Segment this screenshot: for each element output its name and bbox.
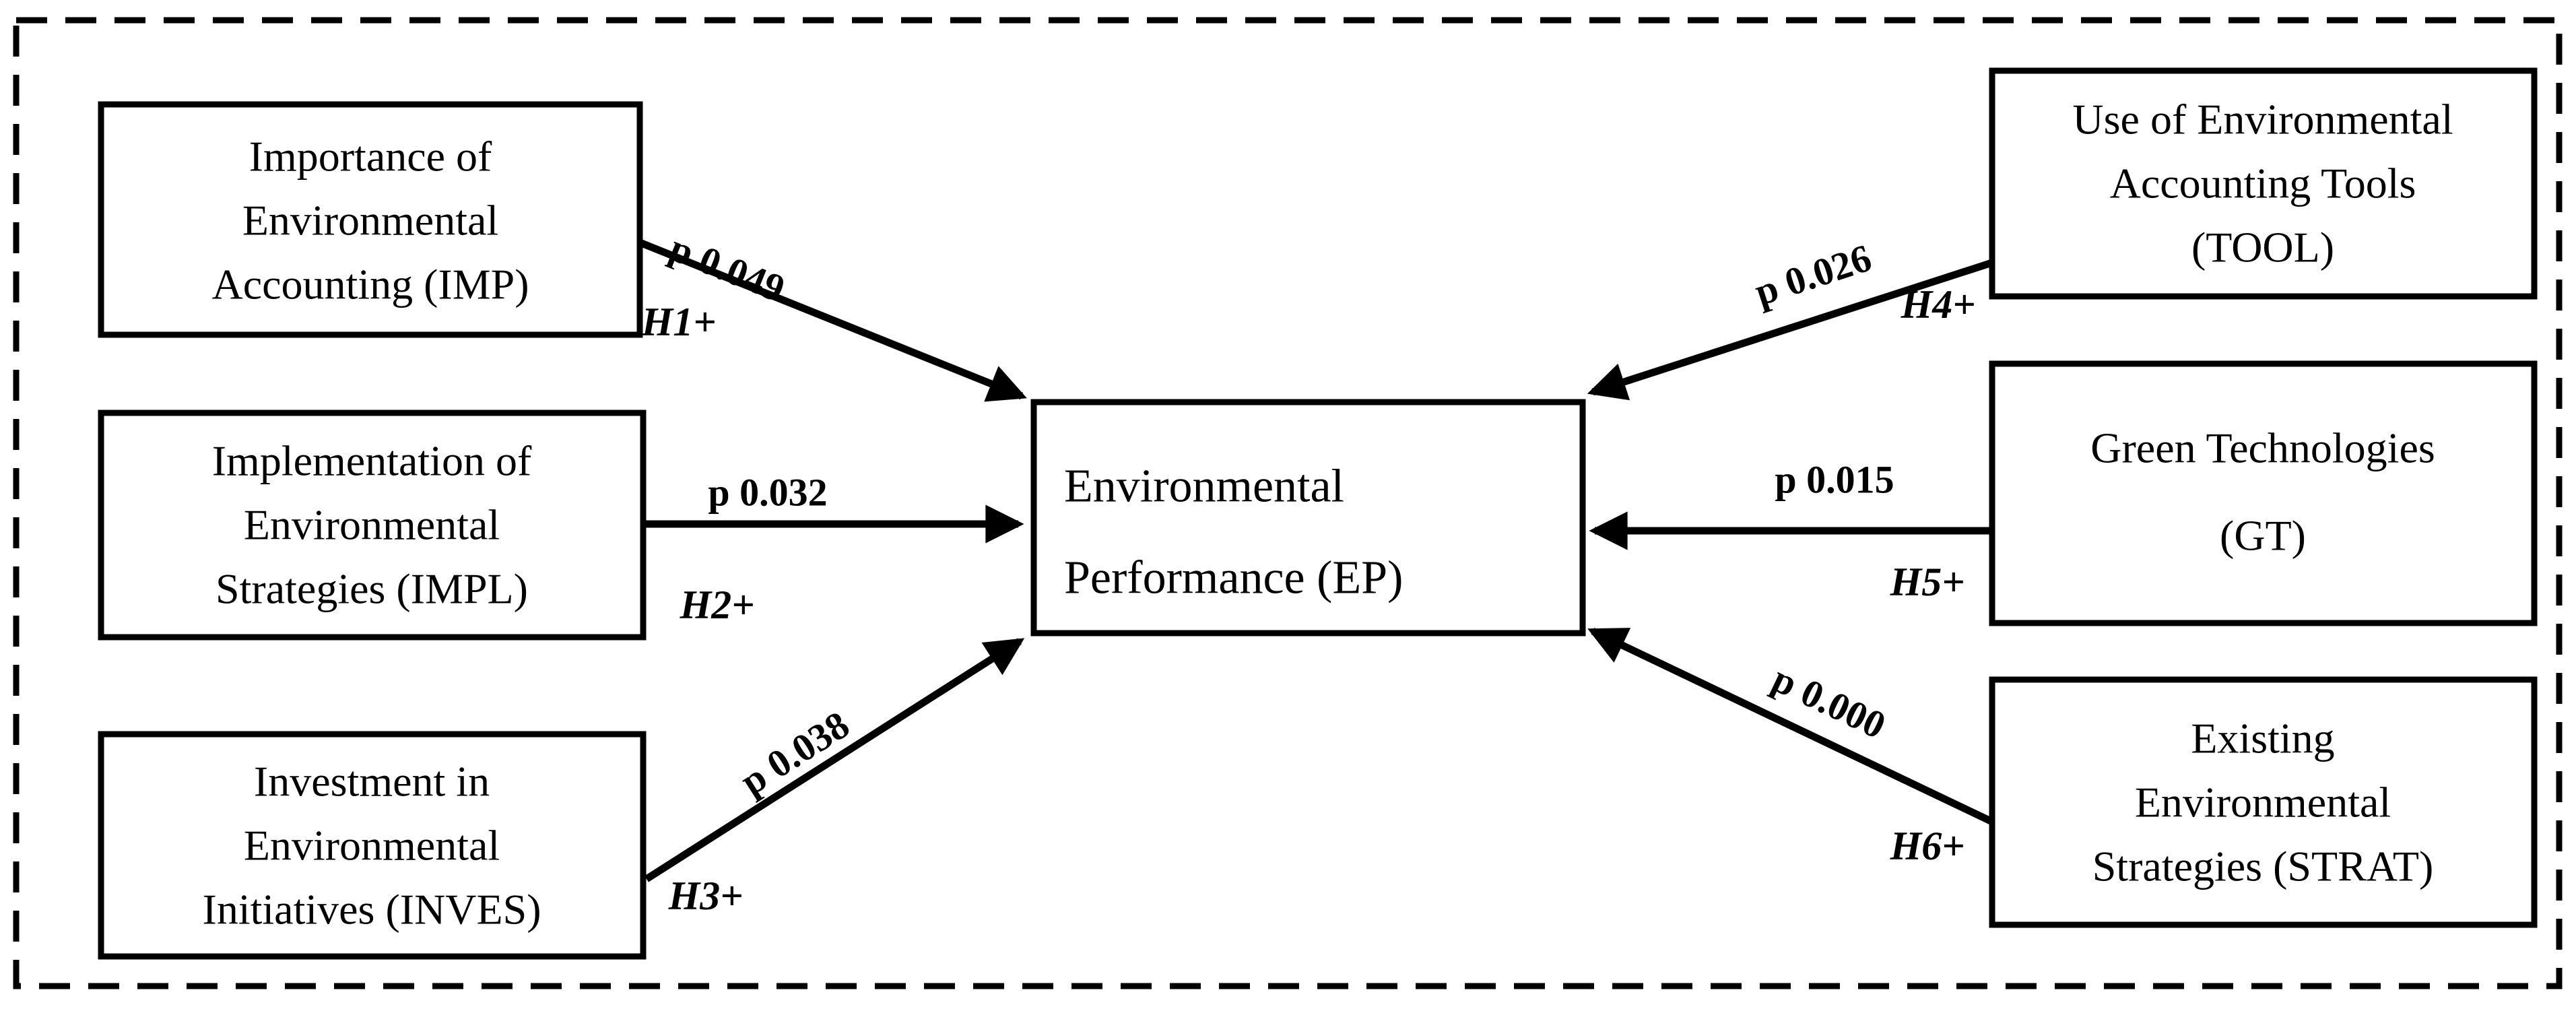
dashed-border [13, 17, 2563, 989]
h2-p-value: p 0.032 [708, 471, 827, 515]
path-h2: p 0.032 H2+ [643, 471, 1024, 627]
node-ep: Environmental Performance (EP) [1030, 399, 1586, 637]
tool-box [1989, 67, 2538, 300]
h2-hypothesis: H2+ [680, 583, 755, 627]
path-h4: p 0.026 H4+ [1587, 236, 1993, 401]
path-h6: p 0.000 H6+ [1587, 628, 1994, 868]
tool-label-line1: Use of Environmental [2072, 96, 2453, 143]
gt-box [1989, 360, 2538, 626]
inves-label-line3: Initiatives (INVES) [203, 886, 541, 934]
h6-arrow [1587, 628, 1994, 825]
path-h3: p 0.038 H3+ [645, 638, 1025, 918]
path-h1: p 0.049 H1+ [638, 226, 1027, 402]
gt-label-line1: Green Technologies [2090, 424, 2435, 472]
h6-p-value: p 0.000 [1766, 657, 1892, 748]
impl-label-line2: Environmental [244, 501, 500, 549]
imp-box [98, 101, 643, 338]
gt-label-line2: (GT) [2220, 512, 2306, 560]
node-imp: Importance of Environmental Accounting (… [98, 101, 643, 338]
node-tool: Use of Environmental Accounting Tools (T… [1989, 67, 2538, 300]
inves-label-line2: Environmental [244, 822, 500, 870]
path-h5: p 0.015 H5+ [1589, 458, 1992, 604]
h3-hypothesis: H3+ [668, 874, 744, 918]
imp-label-line3: Accounting (IMP) [211, 261, 529, 308]
h1-hypothesis: H1+ [641, 300, 717, 344]
h1-arrow [638, 238, 1027, 402]
tool-label-line3: (TOOL) [2191, 224, 2334, 271]
strat-label-line2: Environmental [2135, 779, 2391, 826]
ep-box [1030, 399, 1586, 637]
ep-label-line2: Performance (EP) [1064, 552, 1403, 604]
node-impl: Implementation of Environmental Strategi… [98, 410, 647, 641]
h5-p-value: p 0.015 [1775, 458, 1894, 502]
h4-p-value: p 0.026 [1750, 236, 1877, 315]
h5-hypothesis: H5+ [1890, 560, 1965, 604]
strat-box [1989, 676, 2538, 928]
h4-hypothesis: H4+ [1901, 282, 1976, 327]
imp-label-line2: Environmental [242, 197, 498, 244]
inves-label-line1: Investment in [254, 758, 490, 806]
impl-label-line1: Implementation of [212, 437, 532, 485]
strat-label-line1: Existing [2191, 715, 2334, 762]
impl-box [98, 410, 647, 641]
h6-hypothesis: H6+ [1890, 824, 1965, 868]
inves-box [98, 731, 647, 960]
ep-label-line1: Environmental [1064, 461, 1344, 513]
node-inves: Investment in Environmental Initiatives … [98, 731, 647, 960]
h1-p-value: p 0.049 [664, 226, 791, 311]
node-gt: Green Technologies (GT) [1989, 360, 2538, 626]
h3-arrow [645, 638, 1025, 882]
strat-label-line3: Strategies (STRAT) [2092, 843, 2434, 890]
h4-arrow [1587, 259, 1993, 401]
imp-label-line1: Importance of [249, 133, 492, 181]
node-strat: Existing Environmental Strategies (STRAT… [1989, 676, 2538, 928]
tool-label-line2: Accounting Tools [2110, 160, 2416, 207]
impl-label-line3: Strategies (IMPL) [216, 565, 528, 613]
